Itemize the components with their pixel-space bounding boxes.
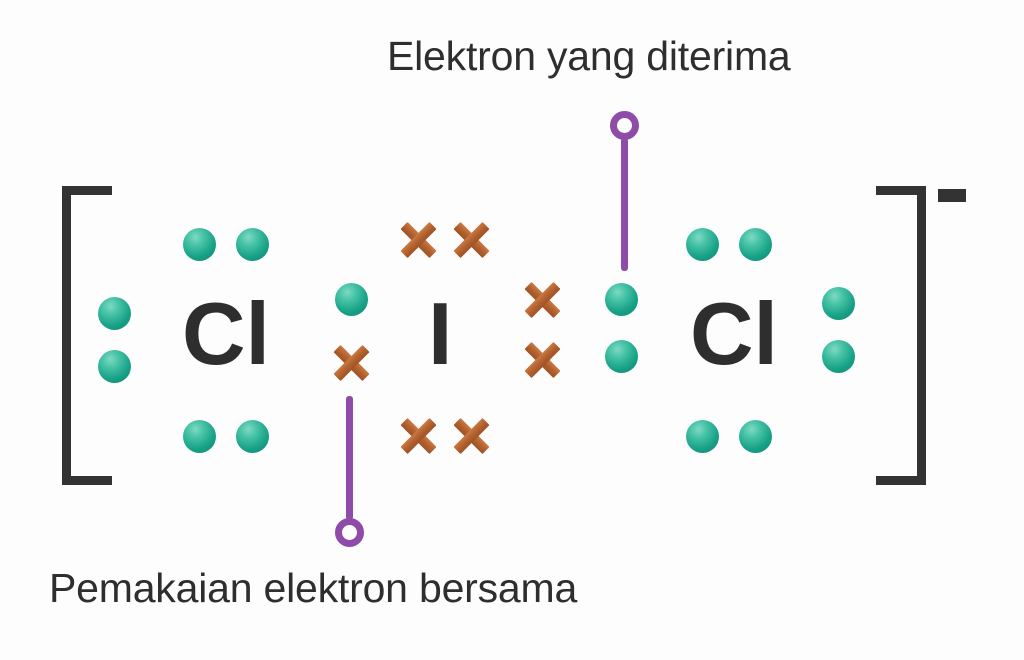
electron-dot — [236, 420, 269, 453]
electron-dot — [605, 283, 638, 316]
electron-dot — [98, 297, 131, 330]
electron-dot — [236, 228, 269, 261]
callout-pin-bottom-line — [346, 396, 353, 520]
bracket-left — [62, 186, 112, 485]
callout-pin-top-line — [621, 138, 628, 271]
electron-cross-icon — [399, 417, 437, 455]
electron-dot — [822, 340, 855, 373]
electron-dot — [605, 340, 638, 373]
electron-cross-icon — [399, 221, 437, 259]
atom-label-cl-left: Cl — [182, 284, 270, 383]
electron-dot — [822, 287, 855, 320]
atom-label-cl-right: Cl — [690, 284, 778, 383]
callout-pin-top-circle-icon — [610, 111, 639, 140]
bracket-right — [876, 186, 926, 485]
electron-cross-icon — [452, 221, 490, 259]
electron-dot — [686, 420, 719, 453]
electron-dot — [98, 350, 131, 383]
electron-dot — [183, 420, 216, 453]
atom-label-iodine: I — [428, 284, 453, 383]
callout-pin-bottom-circle-icon — [335, 518, 364, 547]
electron-dot — [335, 283, 368, 316]
callout-label-shared-electrons: Pemakaian elektron bersama — [49, 565, 578, 611]
electron-dot — [686, 228, 719, 261]
electron-cross-icon — [452, 417, 490, 455]
electron-dot — [739, 228, 772, 261]
callout-label-electron-received: Elektron yang diterima — [387, 33, 791, 79]
electron-cross-icon — [523, 341, 561, 379]
electron-dot — [183, 228, 216, 261]
electron-cross-icon — [523, 281, 561, 319]
charge-minus-icon — [938, 189, 966, 202]
electron-dot — [739, 420, 772, 453]
electron-cross-icon — [332, 344, 370, 382]
